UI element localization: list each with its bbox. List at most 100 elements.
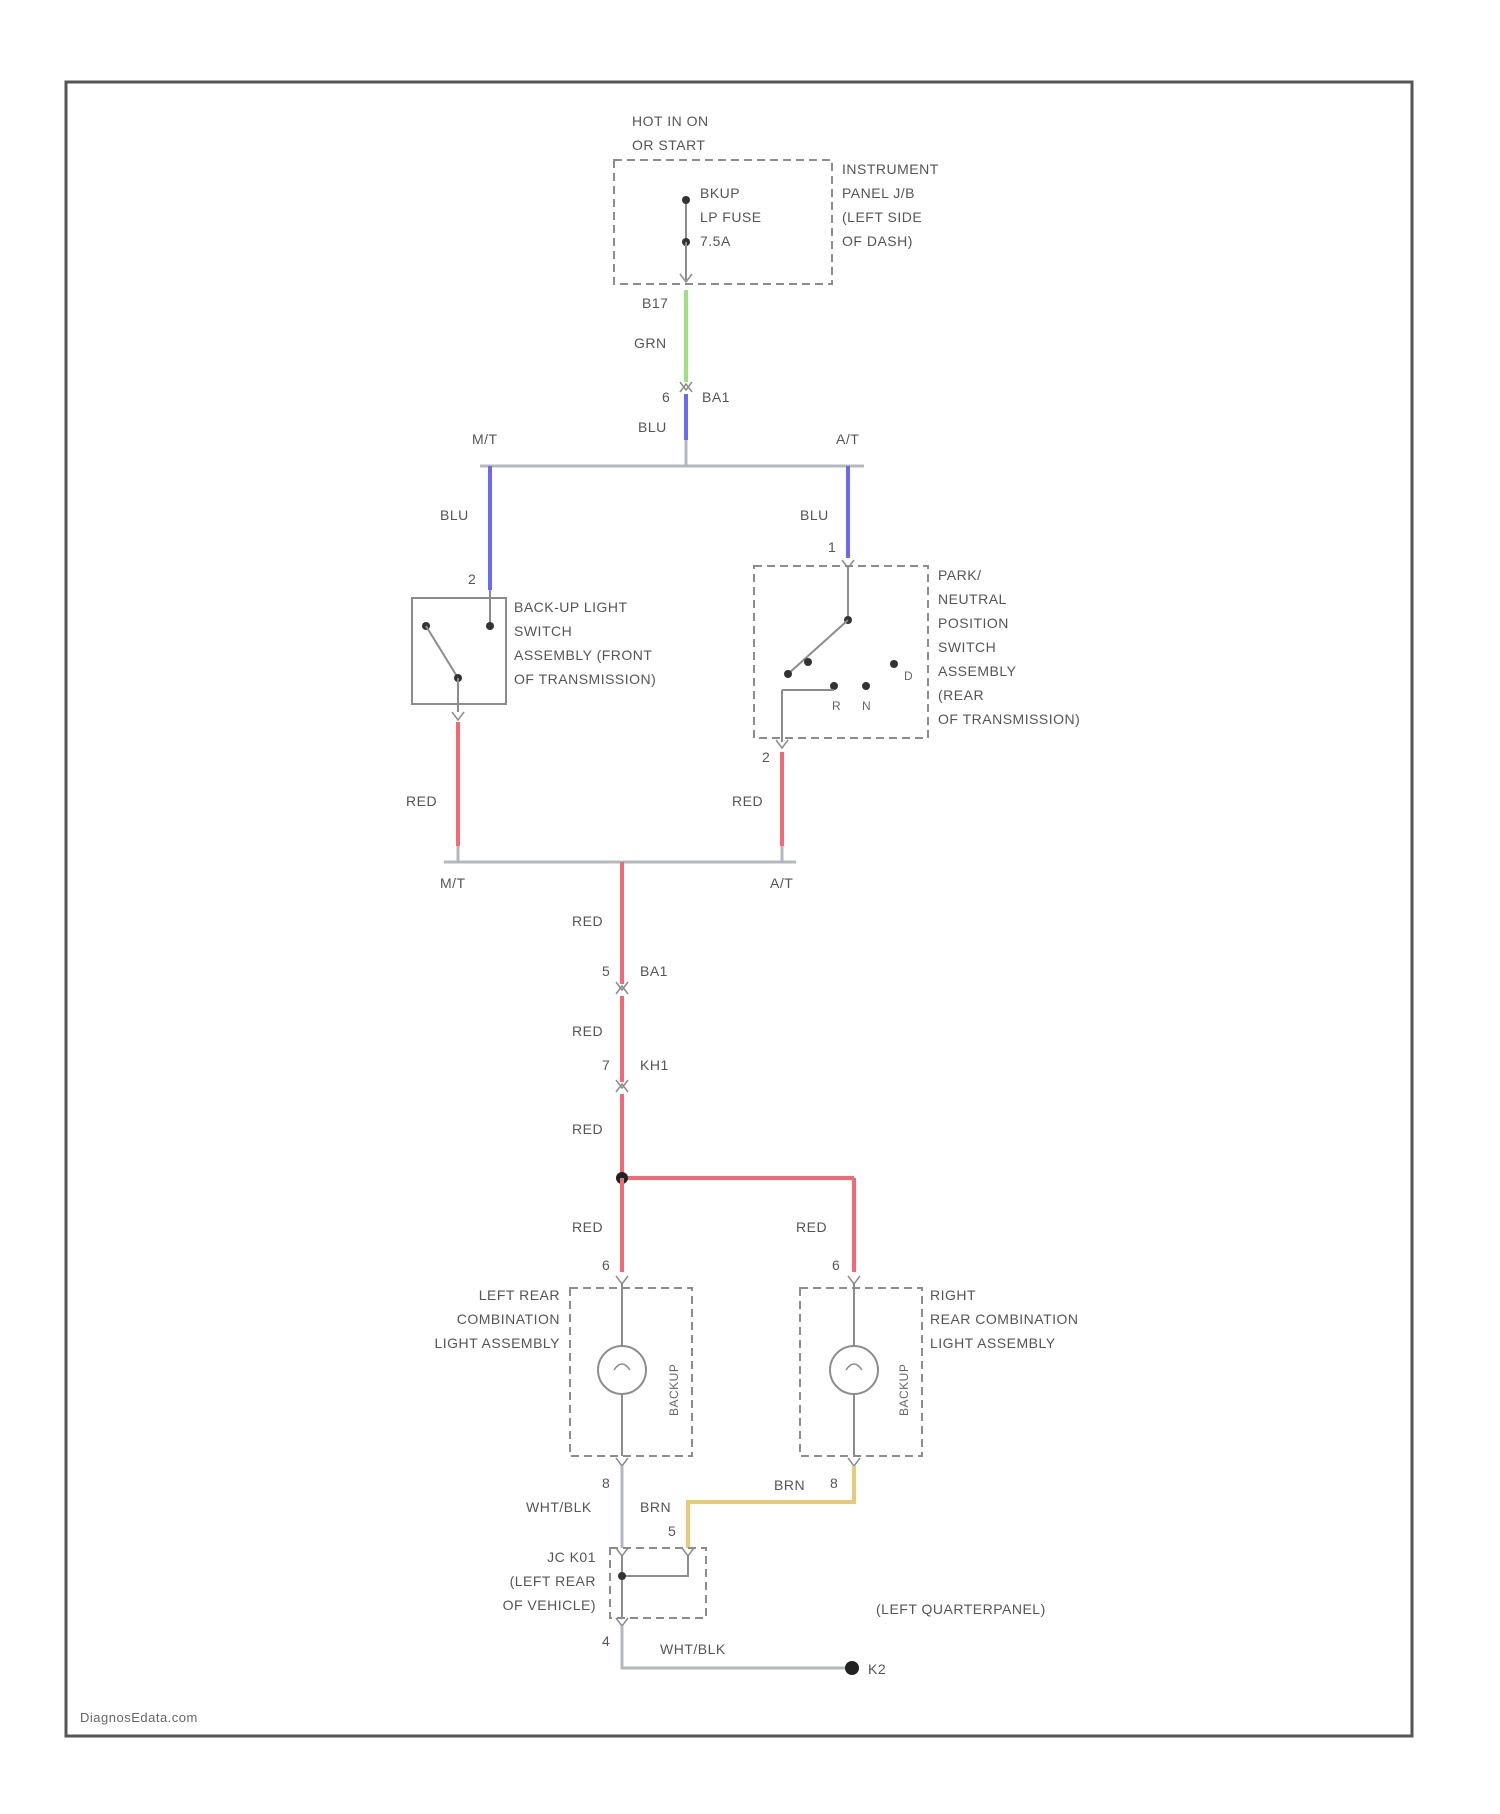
ipjb-label-1: INSTRUMENT [842, 161, 939, 177]
connector-ba1-top-label: BA1 [702, 389, 730, 405]
backup-switch-label-4: OF TRANSMISSION) [514, 671, 656, 687]
park-switch-label-3: POSITION [938, 615, 1009, 631]
park-switch-contact-d [890, 660, 898, 668]
fuse-terminal-top [682, 196, 690, 204]
jc-label-3: OF VEHICLE) [503, 1597, 596, 1613]
fuse-label-1: BKUP [700, 185, 740, 201]
park-switch-blade [788, 620, 848, 674]
fuse-label-2: LP FUSE [700, 209, 762, 225]
park-switch-n-label: N [862, 699, 871, 713]
wire-blu-left-label: BLU [440, 507, 469, 523]
ground-point-icon [845, 1661, 859, 1675]
backup-switch-label-1: BACK-UP LIGHT [514, 599, 628, 615]
park-switch-label-2: NEUTRAL [938, 591, 1007, 607]
pin-5-label: 5 [602, 963, 610, 979]
wire-brn-right-label: BRN [774, 1477, 805, 1493]
jc-splice [618, 1572, 626, 1580]
wire-whtblk-bottom-label: WHT/BLK [660, 1641, 726, 1657]
pin-4-label: 4 [602, 1633, 610, 1649]
park-switch-label-1: PARK/ [938, 567, 981, 583]
wire-brn-left-label: BRN [640, 1499, 671, 1515]
connector-ba1-bottom-label: BA1 [640, 963, 668, 979]
pin-5-jc-label: 5 [668, 1523, 676, 1539]
pin-6a-label: 6 [662, 389, 670, 405]
right-lamp-pin8-symbol [848, 1458, 860, 1466]
mt-top-label: M/T [472, 431, 498, 447]
left-lamp-label-2: COMBINATION [457, 1311, 560, 1327]
connector-ba1-top-symbol [680, 382, 692, 392]
park-switch-label-7: OF TRANSMISSION) [938, 711, 1080, 727]
park-switch-contact-p [784, 670, 792, 678]
backup-switch-label-2: SWITCH [514, 623, 572, 639]
wire-blu-top-label: BLU [638, 419, 667, 435]
backup-switch-contact-a [486, 622, 494, 630]
ipjb-label-4: OF DASH) [842, 233, 913, 249]
left-lamp-label-3: LIGHT ASSEMBLY [434, 1335, 560, 1351]
park-switch-contact-r [830, 682, 838, 690]
connector-kh1-label: KH1 [640, 1057, 669, 1073]
jc-pin4-symbol [616, 1618, 628, 1626]
at-bottom-label: A/T [770, 875, 793, 891]
wire-red-1-label: RED [572, 913, 603, 929]
jc-label-2: (LEFT REAR [510, 1573, 596, 1589]
wire-red-4-label: RED [572, 1219, 603, 1235]
pin-8-left-label: 8 [602, 1475, 610, 1491]
jc-k01-box [610, 1548, 706, 1618]
wire-red-left-label: RED [406, 793, 437, 809]
jc-pin-symbol-right [682, 1548, 694, 1556]
backup-switch-label-3: ASSEMBLY (FRONT [514, 647, 652, 663]
fuse-label-3: 7.5A [700, 233, 731, 249]
pin-6-right-lamp-label: 6 [832, 1257, 840, 1273]
park-switch-d-label: D [904, 669, 913, 683]
left-lamp-backup-text: BACKUP [667, 1364, 681, 1416]
wire-whtblk-top-label: WHT/BLK [526, 1499, 592, 1515]
ipjb-label-2: PANEL J/B [842, 185, 915, 201]
mt-bottom-label: M/T [440, 875, 466, 891]
wire-red-2-label: RED [572, 1023, 603, 1039]
left-backup-bulb-icon [598, 1346, 646, 1394]
pin-6-left-lamp-label: 6 [602, 1257, 610, 1273]
right-bulb-filament [846, 1364, 862, 1370]
at-top-label: A/T [836, 431, 859, 447]
left-lamp-label-1: LEFT REAR [479, 1287, 560, 1303]
backup-switch-blade [426, 626, 458, 678]
wire-grn-label: GRN [634, 335, 667, 351]
right-lamp-backup-text: BACKUP [897, 1364, 911, 1416]
right-lamp-label-2: REAR COMBINATION [930, 1311, 1079, 1327]
connector-b17-label: B17 [642, 295, 668, 311]
backup-switch-out-symbol [452, 712, 464, 720]
right-lamp-label-1: RIGHT [930, 1287, 976, 1303]
pin-1-right-label: 1 [828, 539, 836, 555]
jc-internal-right [622, 1556, 688, 1576]
park-switch-label-6: (REAR [938, 687, 984, 703]
right-backup-bulb-icon [830, 1346, 878, 1394]
site-credit: DiagnosEdata.com [80, 1710, 198, 1725]
ground-k2-label: K2 [868, 1661, 886, 1677]
wire-red-right-label: RED [732, 793, 763, 809]
hot-label-2: OR START [632, 137, 706, 153]
ipjb-label-3: (LEFT SIDE [842, 209, 922, 225]
pin-8-right-label: 8 [830, 1475, 838, 1491]
wire-red-5-label: RED [796, 1219, 827, 1235]
pin-2-park-label: 2 [762, 749, 770, 765]
jc-pin-symbol-left [616, 1548, 628, 1556]
wire-blu-right-label: BLU [800, 507, 829, 523]
wire-red-3-label: RED [572, 1121, 603, 1137]
left-bulb-filament [614, 1364, 630, 1370]
diagram-frame [66, 82, 1412, 1736]
jc-label-1: JC K01 [547, 1549, 596, 1565]
park-switch-contact-n [862, 682, 870, 690]
right-lamp-label-3: LIGHT ASSEMBLY [930, 1335, 1056, 1351]
left-lamp-pin6-symbol [616, 1276, 628, 1284]
hot-label-1: HOT IN ON [632, 113, 709, 129]
quarterpanel-label: (LEFT QUARTERPANEL) [876, 1601, 1046, 1617]
park-switch-r-label: R [832, 699, 841, 713]
park-switch-contact-mid [804, 658, 812, 666]
park-switch-label-5: ASSEMBLY [938, 663, 1017, 679]
park-switch-label-4: SWITCH [938, 639, 996, 655]
right-lamp-pin6-symbol [848, 1276, 860, 1284]
left-lamp-pin8-symbol [616, 1458, 628, 1466]
pin-7-label: 7 [602, 1057, 610, 1073]
pin-2-left-label: 2 [468, 571, 476, 587]
